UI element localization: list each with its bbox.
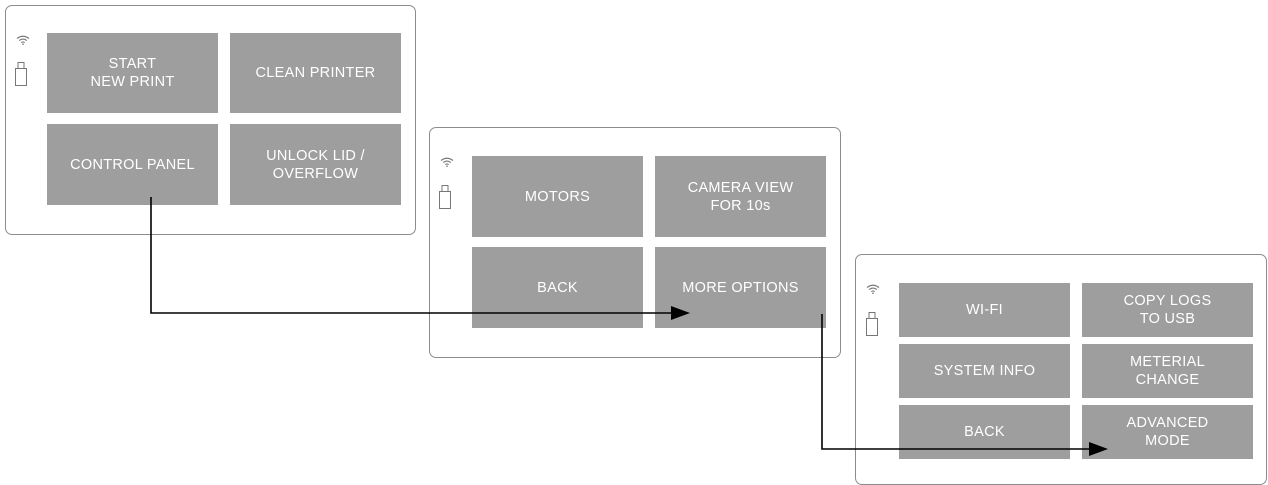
clean-printer-button[interactable]: CLEAN PRINTER <box>230 33 401 113</box>
wifi-icon <box>440 157 454 167</box>
material-change-button[interactable]: METERIAL CHANGE <box>1082 344 1253 398</box>
usb-drive-icon <box>15 62 27 86</box>
control-panel-button[interactable]: CONTROL PANEL <box>47 124 218 205</box>
wifi-button[interactable]: WI-FI <box>899 283 1070 337</box>
advanced-mode-button[interactable]: ADVANCED MODE <box>1082 405 1253 459</box>
more-options-button[interactable]: MORE OPTIONS <box>655 247 826 328</box>
back-button[interactable]: BACK <box>472 247 643 328</box>
camera-view-button[interactable]: CAMERA VIEW FOR 10s <box>655 156 826 237</box>
control-panel-screen: MOTORS CAMERA VIEW FOR 10s BACK MORE OPT… <box>429 127 841 358</box>
wifi-icon <box>16 35 30 45</box>
start-new-print-button[interactable]: START NEW PRINT <box>47 33 218 113</box>
back-button[interactable]: BACK <box>899 405 1070 459</box>
system-info-button[interactable]: SYSTEM INFO <box>899 344 1070 398</box>
usb-drive-icon <box>866 312 878 336</box>
main-menu-screen: START NEW PRINT CLEAN PRINTER CONTROL PA… <box>5 5 416 235</box>
motors-button[interactable]: MOTORS <box>472 156 643 237</box>
copy-logs-button[interactable]: COPY LOGS TO USB <box>1082 283 1253 337</box>
usb-drive-icon <box>439 185 451 209</box>
wifi-icon <box>866 284 880 294</box>
more-options-screen: WI-FI COPY LOGS TO USB SYSTEM INFO METER… <box>855 254 1267 485</box>
unlock-lid-overflow-button[interactable]: UNLOCK LID / OVERFLOW <box>230 124 401 205</box>
